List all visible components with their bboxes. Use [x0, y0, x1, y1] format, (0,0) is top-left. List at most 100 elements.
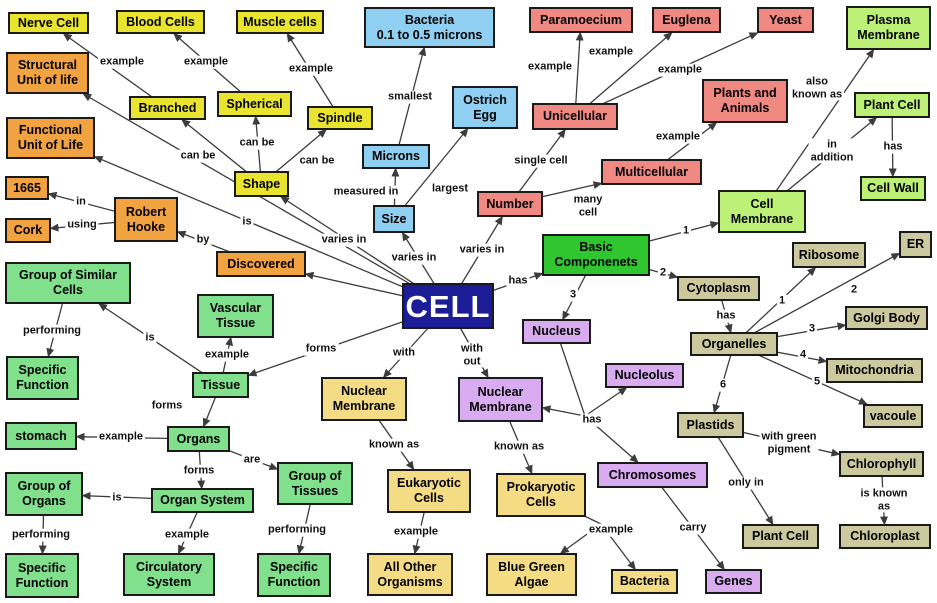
node-plastids: Plastids: [677, 412, 744, 438]
node-yeast: Yeast: [757, 7, 814, 33]
node-stomach: stomach: [5, 422, 77, 450]
node-blood-cells: Blood Cells: [116, 10, 205, 34]
node-chlorophyll: Chlorophyll: [839, 451, 924, 477]
node-mitochondria: Mitochondria: [826, 358, 923, 383]
edge-label-chlorophyll-chloroplast: is known as: [858, 487, 910, 513]
node-spherical: Spherical: [217, 91, 292, 117]
edge-label-organs-organ-system: forms: [181, 464, 217, 478]
edge-label-size-microns: measured in: [331, 185, 401, 199]
node-genes: Genes: [705, 569, 762, 594]
node-cell-membrane: Cell Membrane: [718, 190, 806, 233]
edge-label-cell-membrane-plasma-membrane: also known as: [789, 75, 845, 101]
edge-label-nuclear-membrane-e-eukaryotic: known as: [366, 438, 422, 452]
node-specific-function-3: Specific Function: [257, 553, 331, 597]
edge-label-unicellular-yeast: example: [655, 63, 705, 77]
edge-line-nucleus-nucleolus: [584, 387, 628, 417]
node-structural-unit: Structural Unit of life: [6, 52, 89, 94]
edge-label-cell-nuclear-membrane-p: with out: [459, 342, 485, 368]
node-organelles: Organelles: [690, 332, 778, 356]
edge-line-cell-functional-unit: [93, 156, 449, 307]
edge-label-microns-bacteria-top: smallest: [385, 90, 435, 104]
node-unicellular: Unicellular: [532, 103, 618, 130]
edge-label-basic-components-cell-membrane: 1: [680, 224, 692, 238]
edge-label-tissue-group-similar-cells: is: [143, 331, 157, 345]
edge-line-nucleus-stem: [555, 331, 586, 417]
edge-label-nucleus-chromosomes: has: [580, 413, 604, 427]
edge-label-group-similar-cells-specific-function-1: performing: [20, 324, 84, 338]
edge-label-spindle-muscle-cells: example: [286, 62, 336, 76]
edge-label-group-tissues-specific-function-3: performing: [265, 523, 329, 537]
node-organ-system: Organ System: [151, 488, 254, 513]
edge-label-cell-functional-unit: is: [240, 215, 254, 229]
edge-label-basic-components-cytoplasm: 2: [657, 266, 669, 280]
node-group-similar-cells: Group of Similar Cells: [5, 262, 131, 304]
node-blue-green-algae: Blue Green Algae: [486, 553, 577, 596]
node-nucleolus: Nucleolus: [605, 363, 684, 388]
node-cork: Cork: [5, 218, 51, 243]
node-spindle: Spindle: [307, 106, 373, 130]
edge-label-cell-shape: varies in: [319, 233, 369, 247]
edge-label-shape-spindle: can be: [297, 154, 337, 168]
edge-label-number-unicellular: single cell: [512, 154, 570, 168]
node-circulatory: Circulatory System: [123, 553, 215, 596]
edge-label-plastids-chlorophyll: with green pigment: [759, 430, 819, 456]
edge-label-branched-nerve-cell: example: [97, 55, 147, 69]
edge-label-plant-cell-top-cell-wall: has: [881, 140, 905, 154]
node-ribosome: Ribosome: [792, 242, 866, 268]
edge-line-cell-structural-unit: [82, 93, 449, 307]
edge-label-multicellular-plants-animals: example: [653, 130, 703, 144]
edge-label-nuclear-membrane-p-prokaryotic: known as: [491, 440, 547, 454]
edge-label-shape-spherical: can be: [237, 136, 277, 150]
edge-label-cell-basic-components: has: [506, 274, 530, 288]
edge-label-organs-group-tissues: are: [241, 453, 263, 467]
node-specific-function-2: Specific Function: [5, 553, 79, 598]
node-euglena: Euglena: [652, 7, 721, 33]
edge-label-organelles-golgi-body: 3: [806, 322, 818, 336]
edge-label-organelles-ribosome: 1: [776, 294, 788, 308]
node-chloroplast: Chloroplast: [839, 524, 931, 549]
edge-label-eukaryotic-all-other: example: [391, 525, 441, 539]
node-nuclear-membrane-p: Nuclear Membrane: [458, 377, 543, 422]
node-ostrich-egg: Ostrich Egg: [452, 86, 518, 129]
node-group-organs: Group of Organs: [5, 472, 83, 516]
edge-line-size-ostrich-egg: [393, 127, 469, 220]
edge-label-organelles-er: 2: [848, 283, 860, 297]
node-y1665: 1665: [5, 176, 49, 200]
edge-label-organelles-mitochondria: 4: [797, 348, 809, 362]
node-size: Size: [373, 205, 415, 233]
node-golgi-body: Golgi Body: [845, 306, 928, 330]
edge-label-plastids-plant-cell-bottom: only in: [726, 476, 766, 490]
node-number: Number: [477, 191, 543, 217]
node-shape: Shape: [234, 171, 289, 197]
node-tissue: Tissue: [192, 372, 249, 398]
edge-label-group-organs-specific-function-2: performing: [9, 528, 73, 542]
node-vascular-tissue: Vascular Tissue: [197, 294, 274, 338]
node-eukaryotic: Eukaryotic Cells: [387, 469, 471, 513]
edge-label-unicellular-euglena: example: [586, 45, 636, 59]
edge-label-organs-stomach: example: [96, 430, 146, 444]
node-robert-hooke: Robert Hooke: [114, 197, 178, 242]
node-nerve-cell: Nerve Cell: [8, 12, 89, 34]
node-plant-cell-bottom: Plant Cell: [742, 524, 819, 549]
edge-line-organelles-ribosome: [733, 266, 817, 345]
edge-label-cell-tissue: forms: [303, 342, 339, 356]
edge-line-cell-membrane-plasma-membrane: [761, 48, 875, 212]
node-organs: Organs: [167, 426, 230, 452]
edge-label-basic-components-nucleus: 3: [567, 288, 579, 302]
node-branched: Branched: [129, 96, 206, 120]
node-chromosomes: Chromosomes: [597, 462, 708, 488]
node-cytoplasm: Cytoplasm: [677, 276, 760, 301]
edge-label-unicellular-paramoecium: example: [525, 60, 575, 74]
node-cell-wall: Cell Wall: [860, 176, 926, 201]
node-microns: Microns: [362, 144, 430, 169]
edge-label-cytoplasm-organelles: has: [714, 309, 738, 323]
edge-label-cell-size: varies in: [389, 251, 439, 265]
node-paramoecium: Paramoecium: [529, 7, 633, 33]
edge-label-cell-nuclear-membrane-e: with: [391, 346, 417, 360]
edge-label-number-multicellular: many cell: [571, 193, 605, 219]
node-cell: CELL: [402, 283, 494, 329]
node-functional-unit: Functional Unit of Life: [6, 117, 95, 159]
node-plant-cell-top: Plant Cell: [854, 92, 930, 118]
edge-label-organ-system-circulatory: example: [162, 528, 212, 542]
node-group-tissues: Group of Tissues: [277, 462, 353, 505]
